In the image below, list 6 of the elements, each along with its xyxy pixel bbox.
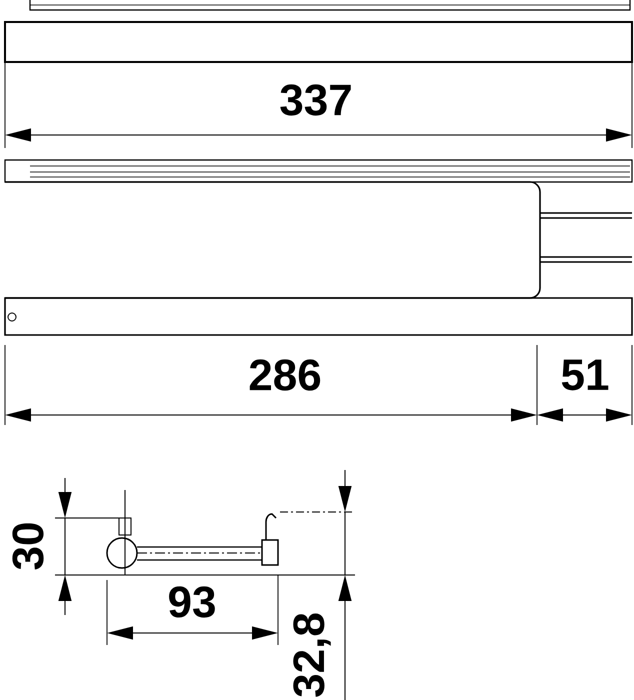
dimension-label: 32,8 <box>293 614 331 697</box>
dimension-label: 30 <box>12 523 44 570</box>
dimension-label: 286 <box>250 359 320 391</box>
dimension-label: 93 <box>169 586 215 618</box>
dimension-label: 51 <box>562 360 608 390</box>
dimension-label: 337 <box>280 84 351 116</box>
